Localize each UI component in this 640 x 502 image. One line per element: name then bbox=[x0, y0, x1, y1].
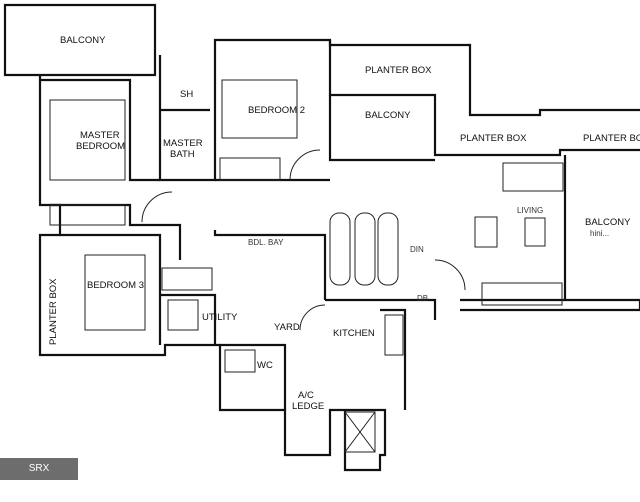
stove bbox=[384, 314, 404, 356]
label-balcony: BALCONY bbox=[60, 35, 106, 46]
label-master-bath: MASTER bbox=[163, 138, 203, 149]
tv-console bbox=[481, 282, 563, 306]
door-swings bbox=[141, 149, 466, 331]
bedroom3-bed bbox=[84, 254, 146, 331]
dining-chair bbox=[377, 212, 399, 286]
label-wc: WC bbox=[257, 360, 273, 371]
ac-unit bbox=[344, 411, 376, 453]
sofa bbox=[502, 162, 564, 192]
watermark: SRX PROPERTY bbox=[0, 458, 78, 496]
label-kitchen: KITCHEN bbox=[333, 328, 375, 339]
wardrobe bbox=[161, 267, 213, 291]
coffee-table bbox=[524, 217, 546, 247]
label-living: LIVING bbox=[517, 206, 543, 215]
wardrobe bbox=[219, 157, 281, 181]
label-balcony-sub: hini... bbox=[590, 229, 609, 238]
label-planter-box: PLANTER BOX bbox=[48, 278, 59, 345]
label-utility: UTILITY bbox=[202, 312, 238, 323]
furniture bbox=[49, 79, 564, 453]
label-planter-box: PLANTER BOX bbox=[460, 133, 527, 144]
washer bbox=[167, 299, 199, 331]
label-planter-box: PLANTER BOX bbox=[583, 133, 640, 144]
wardrobe bbox=[49, 204, 126, 226]
label-db: DB bbox=[417, 294, 428, 303]
master-bed bbox=[49, 99, 126, 181]
label-master-bedroom: MASTER bbox=[80, 130, 120, 141]
label-bedroom3: BEDROOM 3 bbox=[87, 280, 144, 291]
label-master-bedroom: BEDROOM bbox=[76, 141, 125, 152]
armchair bbox=[474, 216, 498, 248]
label-master-bath: BATH bbox=[170, 149, 195, 160]
label-ac-ledge: A/C bbox=[298, 390, 314, 401]
label-balcony: BALCONY bbox=[585, 217, 631, 228]
label-yard: YARD bbox=[274, 322, 300, 333]
dining-chair bbox=[354, 212, 376, 286]
label-ac-ledge: LEDGE bbox=[292, 401, 324, 412]
wc-toilet bbox=[224, 349, 256, 373]
floor-plan: BALCONY SH BEDROOM 2 PLANTER BOX BALCONY… bbox=[3, 3, 640, 472]
label-bay: BDL. BAY bbox=[248, 238, 284, 247]
label-planter-box: PLANTER BOX bbox=[365, 65, 432, 76]
label-balcony: BALCONY bbox=[365, 110, 411, 121]
label-dining: DIN bbox=[410, 245, 424, 254]
bedroom2-bed bbox=[221, 79, 298, 139]
label-bedroom2: BEDROOM 2 bbox=[248, 105, 305, 116]
walls bbox=[3, 3, 640, 472]
dining-chair bbox=[329, 212, 351, 286]
label-shower: SH bbox=[180, 89, 193, 100]
